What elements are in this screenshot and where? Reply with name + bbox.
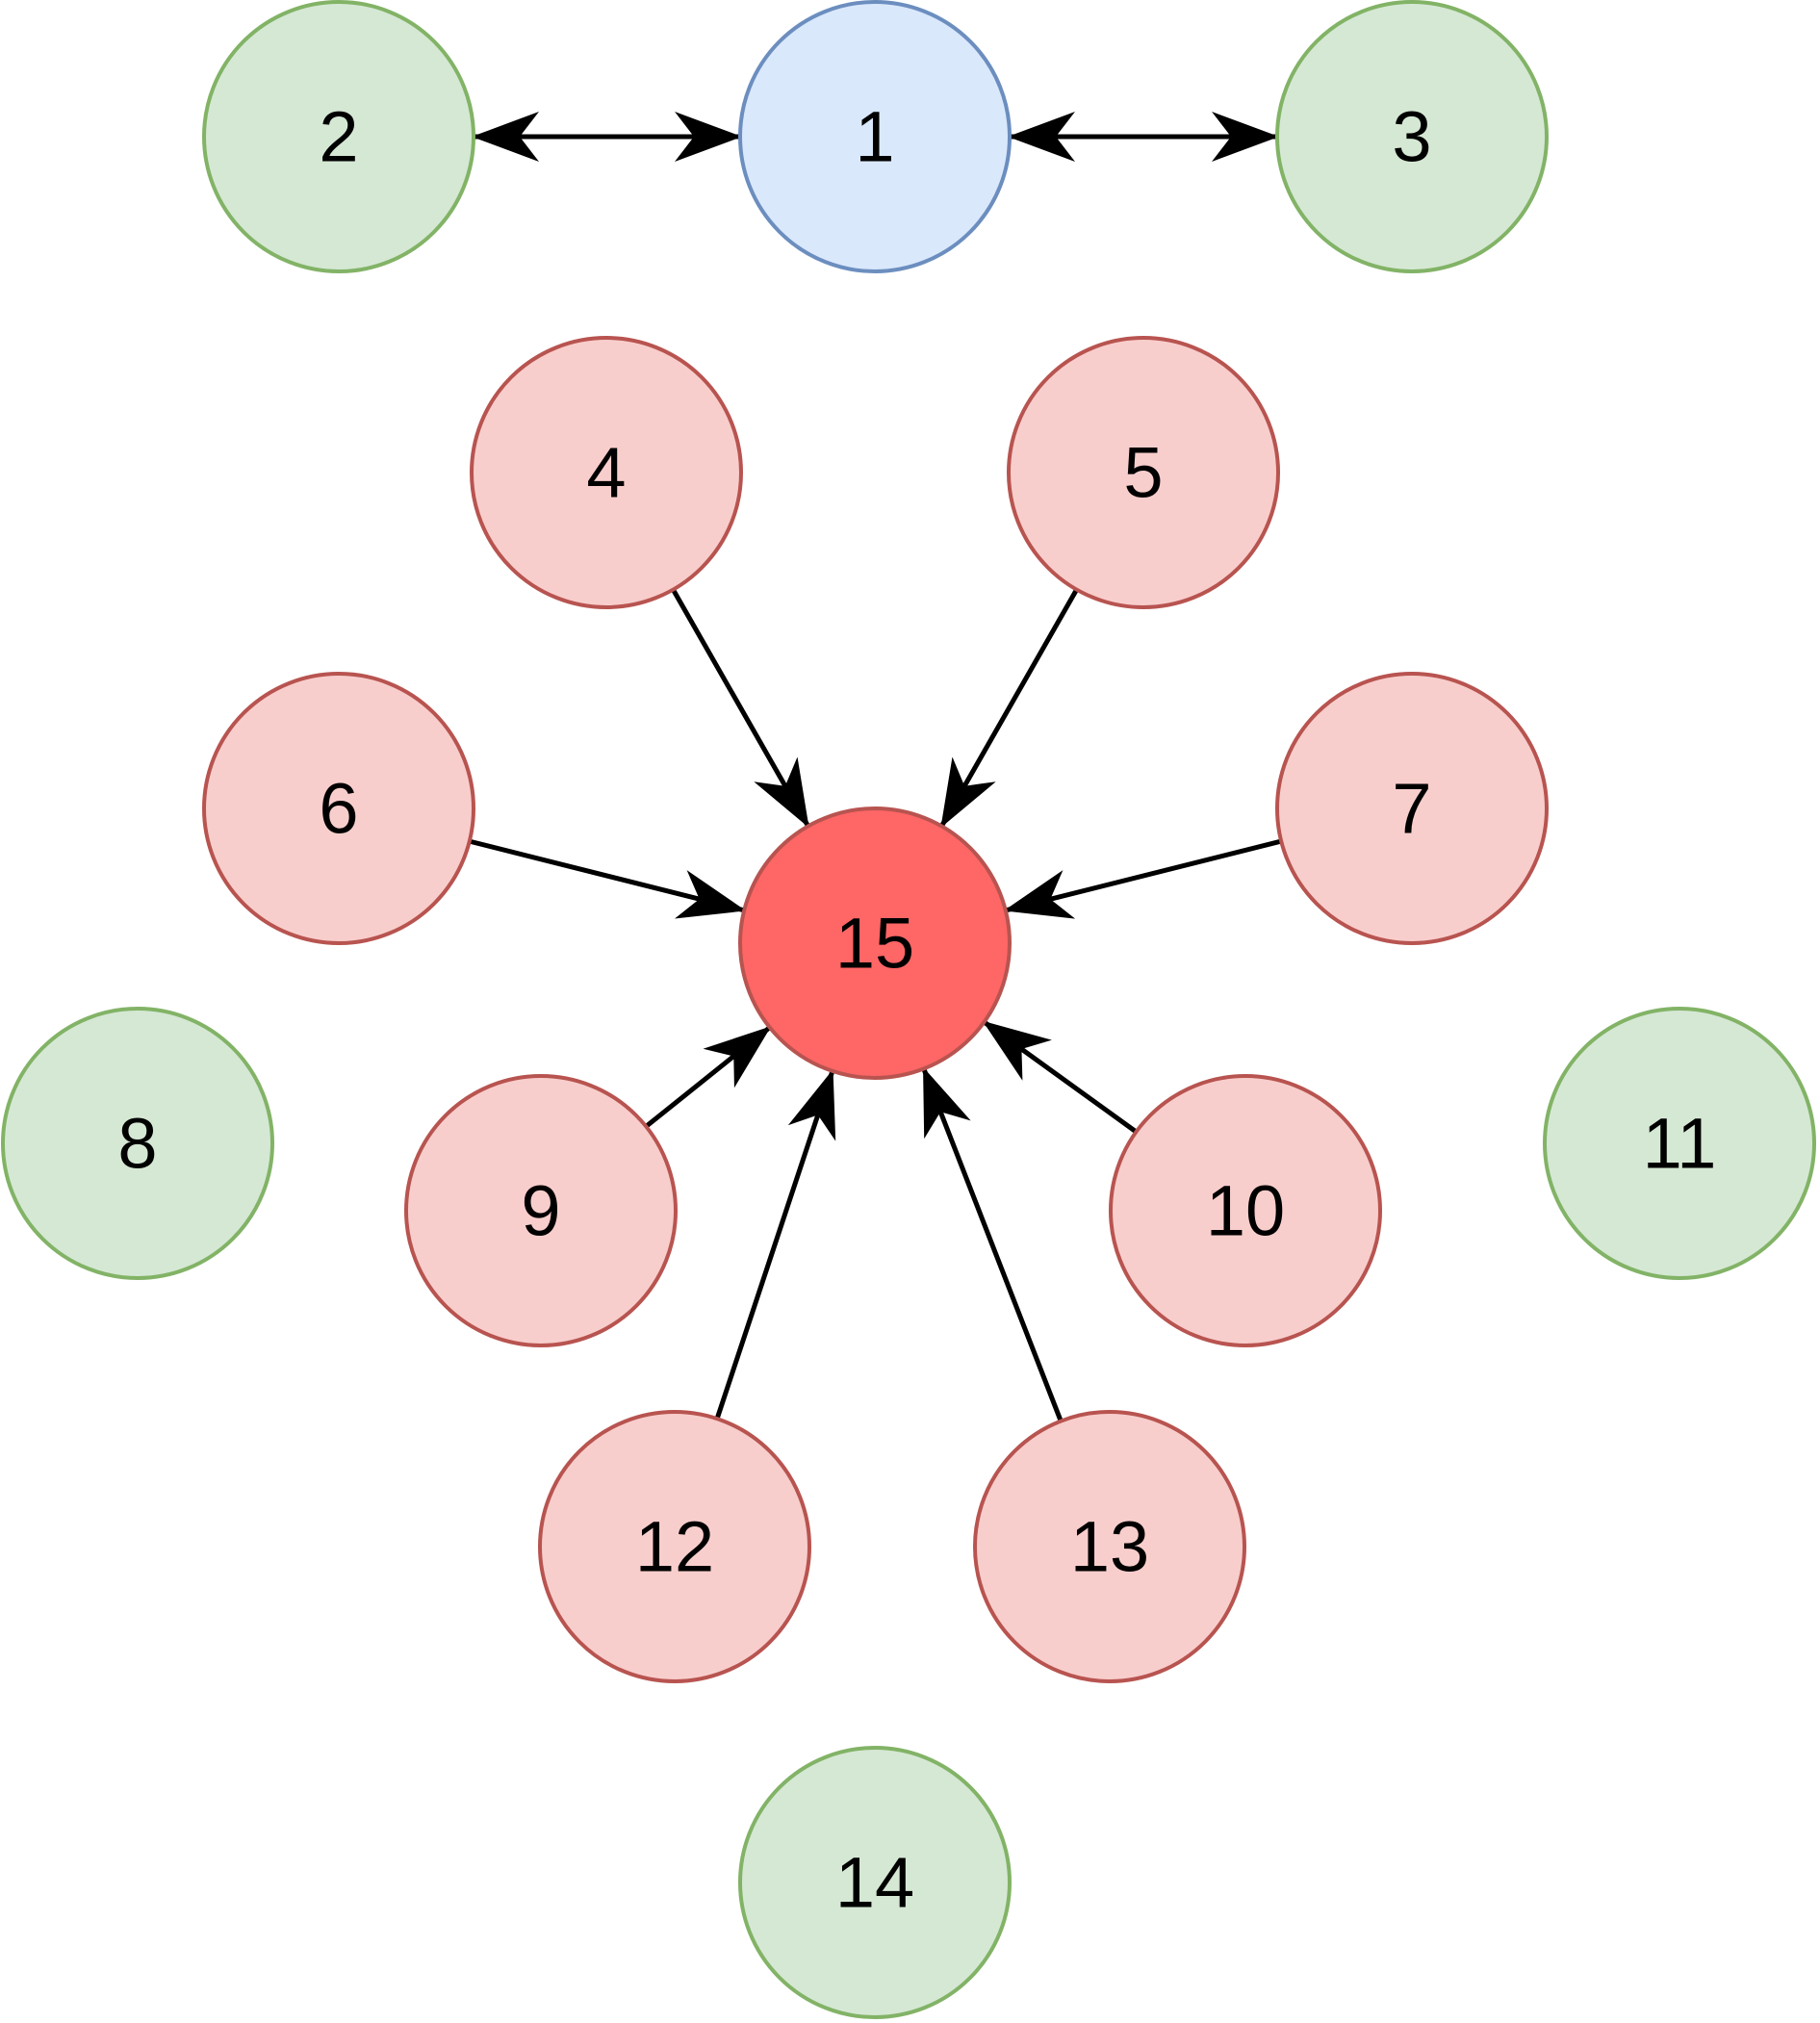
node-2-circle (202, 0, 475, 273)
node-10: 10 (1109, 1074, 1382, 1347)
node-4: 4 (470, 336, 743, 609)
node-8-circle (1, 1007, 274, 1280)
node-13-label: 13 (1070, 1507, 1149, 1587)
node-4-label: 4 (586, 433, 626, 513)
node-12: 12 (538, 1410, 811, 1683)
node-14: 14 (738, 1746, 1012, 2019)
node-13: 13 (973, 1410, 1246, 1683)
edge-10-to-15-arrow (982, 1019, 1138, 1135)
node-7-circle (1275, 672, 1549, 945)
node-5-label: 5 (1123, 433, 1163, 513)
node-9: 9 (404, 1074, 678, 1347)
node-12-label: 12 (635, 1507, 714, 1587)
node-4-circle (470, 336, 743, 609)
node-9-circle (404, 1074, 678, 1347)
node-15: 15 (738, 807, 1012, 1080)
node-2: 2 (202, 0, 475, 273)
node-14-circle (738, 1746, 1012, 2019)
node-3-circle (1275, 0, 1549, 273)
edge-9-to-15-arrow (644, 1025, 772, 1129)
node-15-circle (738, 807, 1012, 1080)
node-9-label: 9 (521, 1171, 560, 1251)
node-13-circle (973, 1410, 1246, 1683)
node-10-circle (1109, 1074, 1382, 1347)
node-1-circle (738, 0, 1012, 273)
edge-13-to-15-arrow (921, 1066, 1064, 1422)
node-6: 6 (202, 672, 475, 945)
edges-layer (469, 112, 1282, 1422)
node-1-label: 1 (855, 97, 894, 177)
node-8: 8 (1, 1007, 274, 1280)
node-6-label: 6 (319, 769, 358, 849)
node-11: 11 (1543, 1007, 1816, 1280)
edge-12-to-15-arrow (714, 1068, 836, 1420)
node-11-label: 11 (1643, 1104, 1717, 1184)
node-11-circle (1543, 1007, 1816, 1280)
edge-5-to-15-arrow (939, 588, 1079, 829)
node-10-label: 10 (1206, 1171, 1285, 1251)
node-5: 5 (1007, 336, 1280, 609)
edge-4-to-15-arrow (671, 588, 810, 829)
node-7-label: 7 (1392, 769, 1431, 849)
node-6-circle (202, 672, 475, 945)
node-3-label: 3 (1392, 97, 1431, 177)
node-12-circle (538, 1410, 811, 1683)
node-3: 3 (1275, 0, 1549, 273)
node-1: 1 (738, 0, 1012, 273)
node-8-label: 8 (117, 1104, 157, 1184)
edge-7-to-15-arrow (1003, 838, 1282, 919)
node-14-label: 14 (835, 1843, 914, 1923)
edge-6-to-15-arrow (469, 838, 747, 919)
node-15-label: 15 (835, 904, 914, 984)
node-5-circle (1007, 336, 1280, 609)
node-7: 7 (1275, 672, 1549, 945)
node-2-label: 2 (319, 97, 358, 177)
